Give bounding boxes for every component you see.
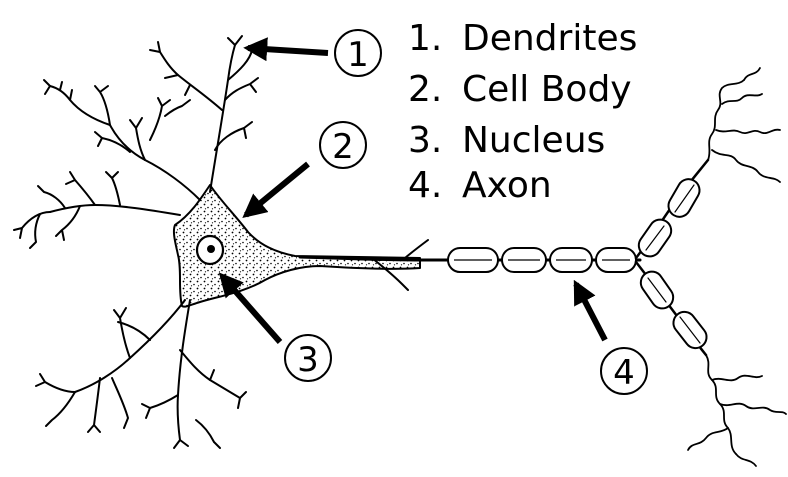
legend-label: Cell Body [462,69,632,110]
svg-text:1: 1 [347,35,369,75]
legend-label: Axon [462,165,552,206]
legend-label: Nucleus [462,120,605,161]
nucleus [197,236,223,264]
axon-lower-branch [636,262,711,355]
axon-terminals [688,68,786,466]
arrow-to-cell-body [246,164,308,215]
legend-label: Dendrites [462,18,637,59]
svg-text:2: 2 [332,127,354,167]
svg-text:4: 4 [613,353,635,393]
arrow-to-dendrites [248,48,328,53]
legend-item-cell-body: 2. Cell Body [408,69,632,110]
callout-marker-3: 3 [285,335,331,381]
callout-marker-1: 1 [335,30,381,76]
callout-marker-4: 4 [601,348,647,394]
svg-text:3: 3 [297,340,319,380]
legend-number: 1. [408,18,442,59]
callout-marker-2: 2 [320,122,366,168]
legend: 1. Dendrites 2. Cell Body 3. Nucleus 4. … [408,18,637,206]
legend-number: 3. [408,120,442,161]
legend-number: 2. [408,69,442,110]
legend-item-axon: 4. Axon [408,165,552,206]
legend-item-nucleus: 3. Nucleus [408,120,605,161]
legend-number: 4. [408,165,442,206]
legend-item-dendrites: 1. Dendrites [408,18,637,59]
axon-upper-branch [635,160,708,261]
arrow-to-axon [576,284,605,340]
